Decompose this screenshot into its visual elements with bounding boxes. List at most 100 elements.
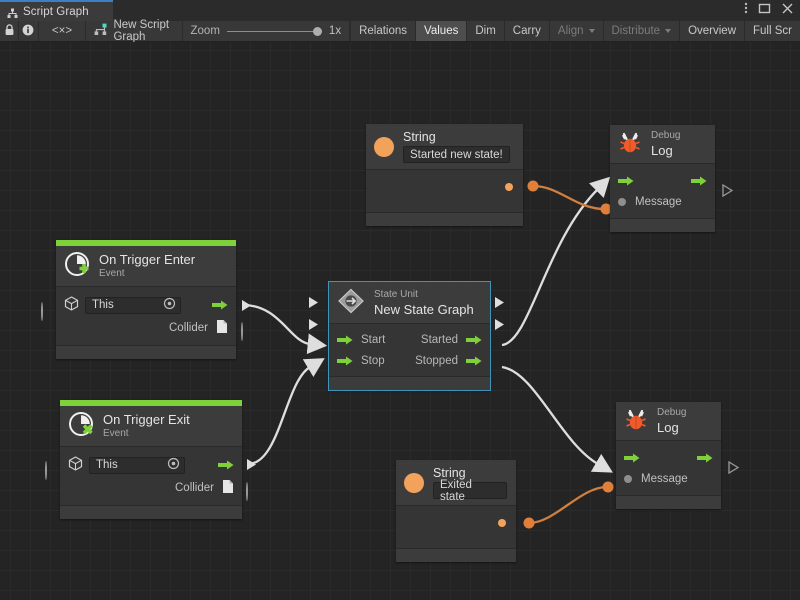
node-debug-log-bottom[interactable]: Debug Log Message <box>616 402 721 509</box>
collider-label: Collider <box>175 482 214 494</box>
node-titles: String Exited state <box>432 466 507 503</box>
graph-name-field[interactable]: New Script Graph <box>86 19 183 43</box>
toolbar-item-align[interactable]: Align <box>548 21 603 41</box>
tab-script-graph[interactable]: Script Graph <box>0 0 113 21</box>
stop-row: Stop Stopped <box>329 350 490 371</box>
string-value-field[interactable]: Exited state <box>432 479 507 503</box>
output-port-flow[interactable] <box>697 453 713 463</box>
toolbar-item-fullscreen[interactable]: Full Scr <box>744 21 800 41</box>
node-on-trigger-exit[interactable]: On Trigger Exit Event This <box>60 400 242 519</box>
object-picker-icon[interactable] <box>167 457 180 473</box>
gameobject-icon <box>64 296 79 314</box>
input-port-message[interactable] <box>624 474 632 483</box>
output-port-flow[interactable] <box>691 176 707 186</box>
object-picker-icon[interactable] <box>163 297 176 313</box>
port-marker-flow-out-exit[interactable] <box>246 458 257 476</box>
message-input-row: Message <box>610 191 715 212</box>
node-title: String <box>403 130 436 144</box>
port-marker-flow-out-enter[interactable] <box>241 299 252 317</box>
port-marker-collider-out-exit[interactable] <box>246 482 248 501</box>
collider-icon <box>216 319 228 337</box>
lock-button[interactable] <box>0 21 20 41</box>
input-port-stop[interactable] <box>337 356 353 366</box>
toolbar-item-relations[interactable]: Relations <box>350 21 415 41</box>
node-titles: Debug Log <box>657 407 686 435</box>
graph-icon <box>7 6 18 18</box>
toolbar-item-carry[interactable]: Carry <box>503 21 549 41</box>
output-port-stopped[interactable] <box>466 356 482 366</box>
collider-icon <box>222 479 234 497</box>
node-titles: String Started new state! <box>403 130 510 163</box>
node-subtitle: State Unit <box>374 288 418 300</box>
kebab-menu-icon[interactable] <box>744 1 748 20</box>
zoom-label: Zoom <box>190 25 220 37</box>
node-header: Debug Log <box>616 402 721 441</box>
string-value-field[interactable]: Started new state! <box>403 146 510 163</box>
zoom-slider[interactable] <box>226 25 322 37</box>
message-label: Message <box>635 195 682 208</box>
target-row: This <box>60 453 242 477</box>
target-object-field[interactable]: This <box>89 456 185 474</box>
event-accent-bar <box>60 400 242 406</box>
node-subtitle: Debug <box>657 407 687 418</box>
toolbar-item-overview[interactable]: Overview <box>679 21 744 41</box>
port-marker-target-in-exit[interactable] <box>45 461 47 480</box>
port-marker-collider-out-enter[interactable] <box>241 322 243 341</box>
port-marker-stopped-out[interactable] <box>494 318 505 336</box>
close-icon[interactable] <box>781 2 794 20</box>
toolbar-item-values[interactable]: Values <box>415 21 467 41</box>
port-marker-started-out[interactable] <box>494 296 505 314</box>
node-titles: State Unit New State Graph <box>374 289 474 317</box>
input-port-start[interactable] <box>337 335 353 345</box>
port-marker-start-in[interactable] <box>308 296 319 314</box>
node-state-unit[interactable]: State Unit New State Graph Start Started <box>328 281 491 391</box>
info-button[interactable] <box>19 21 39 41</box>
toolbar-item-label: Values <box>424 25 459 37</box>
toolbar-item-distribute[interactable]: Distribute <box>602 21 680 41</box>
toolbar-item-label: Dim <box>475 25 496 37</box>
output-port-value[interactable] <box>498 519 506 527</box>
input-port-message[interactable] <box>618 197 626 206</box>
node-string-bottom[interactable]: String Exited state <box>396 460 516 562</box>
output-port-flow[interactable] <box>212 300 228 310</box>
node-string-top[interactable]: String Started new state! <box>366 124 523 226</box>
port-marker-flow-out-bottom[interactable] <box>728 460 740 479</box>
toolbar-item-dim[interactable]: Dim <box>466 21 503 41</box>
bug-icon <box>618 132 642 157</box>
info-icon <box>22 24 34 39</box>
node-on-trigger-enter[interactable]: On Trigger Enter Event This <box>56 240 236 359</box>
flow-row <box>616 447 721 468</box>
message-input-row: Message <box>616 468 721 489</box>
collider-output-row: Collider <box>60 477 242 499</box>
node-subtitle: Debug <box>651 130 681 141</box>
trigger-exit-icon <box>68 411 94 440</box>
port-marker-stop-in[interactable] <box>308 318 319 336</box>
output-port-started[interactable] <box>466 335 482 345</box>
output-port-value[interactable] <box>505 183 513 191</box>
target-object-field[interactable]: This <box>85 296 181 314</box>
edge-endpoint-dot <box>602 481 614 493</box>
port-marker-flow-out-top[interactable] <box>722 183 734 202</box>
output-port-flow[interactable] <box>218 460 234 470</box>
zoom-slider-knob[interactable] <box>312 26 322 36</box>
maximize-icon[interactable] <box>758 2 771 20</box>
node-header: State Unit New State Graph <box>329 282 490 324</box>
graph-canvas[interactable]: String Started new state! <box>0 42 800 600</box>
node-title: New State Graph <box>374 301 474 317</box>
graph-toolbar: <×> New Script Graph Zoom 1x Relati <box>0 19 800 43</box>
window-titlebar: Script Graph <box>0 0 800 21</box>
node-footer <box>610 218 715 232</box>
code-view-button[interactable]: <×> <box>39 21 87 41</box>
input-port-flow[interactable] <box>624 453 640 463</box>
node-footer <box>616 495 721 509</box>
target-object-value: This <box>92 299 114 311</box>
toolbar-item-label: Distribute <box>611 25 661 37</box>
window-controls <box>744 0 794 21</box>
node-debug-log-top[interactable]: Debug Log Message <box>610 125 715 232</box>
stopped-label: Stopped <box>415 354 458 367</box>
node-footer <box>366 212 523 226</box>
input-port-flow[interactable] <box>618 176 634 186</box>
port-marker-target-in-enter[interactable] <box>41 302 43 321</box>
collider-label: Collider <box>169 322 208 334</box>
